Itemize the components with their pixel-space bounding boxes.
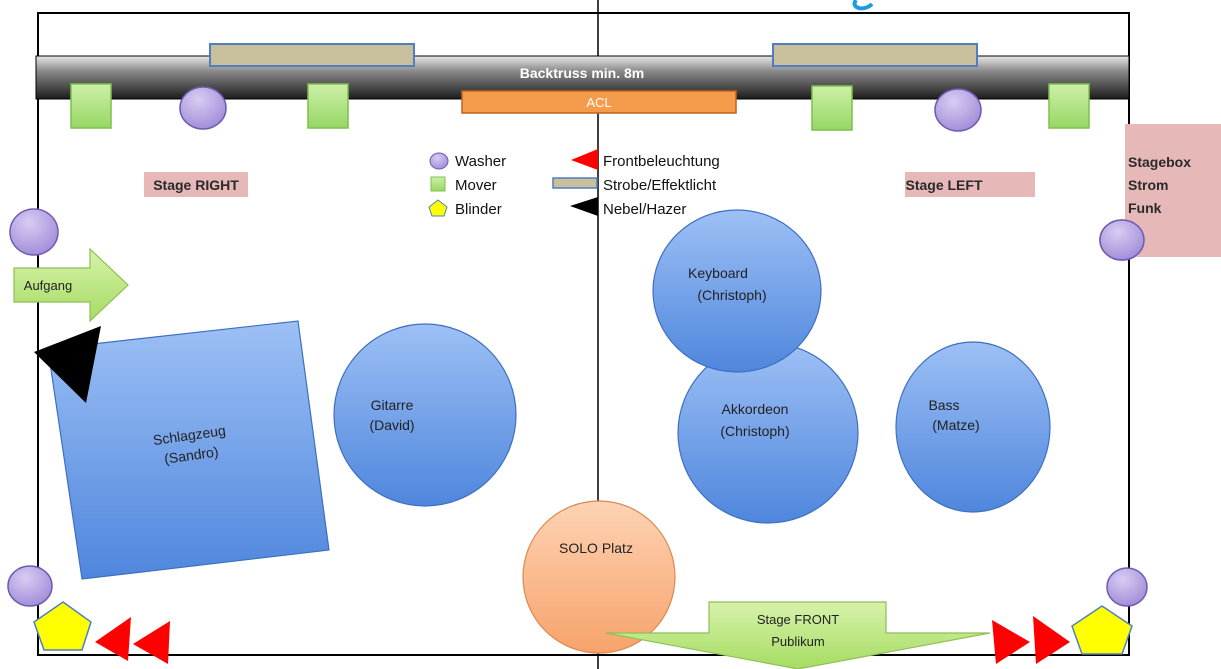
legend-haze-label: Nebel/Hazer — [603, 201, 686, 218]
legend: Washer Mover Blinder Frontbeleuchtung St… — [428, 149, 720, 218]
haze-machine — [34, 326, 101, 403]
corner-mark — [852, 0, 874, 11]
strobe-light — [209, 43, 415, 67]
blinder-light — [33, 601, 92, 651]
mover-light — [70, 83, 112, 129]
funk-label: Funk — [1128, 200, 1162, 216]
guitar-player: (David) — [369, 417, 414, 433]
aufgang-arrow — [13, 247, 129, 323]
legend-washer-label: Washer — [455, 153, 506, 170]
publikum-label: Publikum — [771, 634, 824, 649]
legend-haze-icon — [570, 197, 598, 216]
washer-light — [179, 86, 227, 130]
acl-label: ACL — [586, 95, 611, 110]
acl-bar — [461, 90, 737, 114]
legend-washer-icon — [429, 152, 449, 170]
truss-label: Backtruss min. 8m — [520, 65, 645, 81]
stagebox-label: Stagebox — [1128, 154, 1191, 170]
mover-light — [307, 83, 349, 129]
mover-light — [811, 85, 853, 131]
aufgang-label: Aufgang — [24, 278, 72, 293]
blinder-light — [1071, 605, 1133, 655]
legend-strobe-icon — [552, 177, 598, 189]
washer-light — [1099, 219, 1145, 261]
bass-player: (Matze) — [932, 417, 979, 433]
guitar-position — [333, 323, 517, 507]
legend-mover-label: Mover — [455, 177, 497, 194]
keyboard-label: Keyboard — [688, 265, 748, 281]
strom-label: Strom — [1128, 177, 1168, 193]
legend-front-light-label: Frontbeleuchtung — [603, 153, 720, 170]
strobe-light — [772, 43, 978, 67]
guitar-label: Gitarre — [371, 397, 414, 413]
stage-left-label-bg — [905, 172, 1035, 197]
keyboard-position — [652, 209, 822, 373]
legend-strobe-label: Strobe/Effektlicht — [603, 177, 717, 194]
stage-front-label: Stage FRONT — [757, 612, 839, 627]
washer-light — [7, 565, 53, 607]
bass-position — [895, 341, 1051, 513]
front-light — [1033, 616, 1070, 664]
stage-front-arrow — [605, 601, 991, 669]
drums-riser — [47, 320, 330, 580]
front-light — [992, 620, 1030, 664]
legend-blinder-label: Blinder — [455, 201, 502, 218]
stage-right-label-bg — [144, 172, 248, 197]
legend-blinder-icon — [428, 199, 448, 217]
accordion-label: Akkordeon — [722, 401, 789, 417]
legend-front-light-icon — [571, 149, 598, 170]
stage-left-label: Stage LEFT — [905, 177, 982, 193]
keyboard-player: (Christoph) — [697, 287, 766, 303]
bass-label: Bass — [928, 397, 959, 413]
washer-light — [1106, 567, 1148, 607]
legend-mover-icon — [430, 176, 446, 192]
washer-light — [9, 208, 59, 256]
accordion-player: (Christoph) — [720, 423, 789, 439]
stage-right-label: Stage RIGHT — [153, 177, 239, 193]
front-light — [95, 617, 131, 661]
washer-light — [934, 88, 982, 132]
front-light — [133, 621, 170, 664]
solo-label: SOLO Platz — [559, 540, 633, 556]
solo-position — [522, 500, 676, 654]
mover-light — [1048, 83, 1090, 129]
drums-player: (Sandro) — [163, 443, 219, 466]
